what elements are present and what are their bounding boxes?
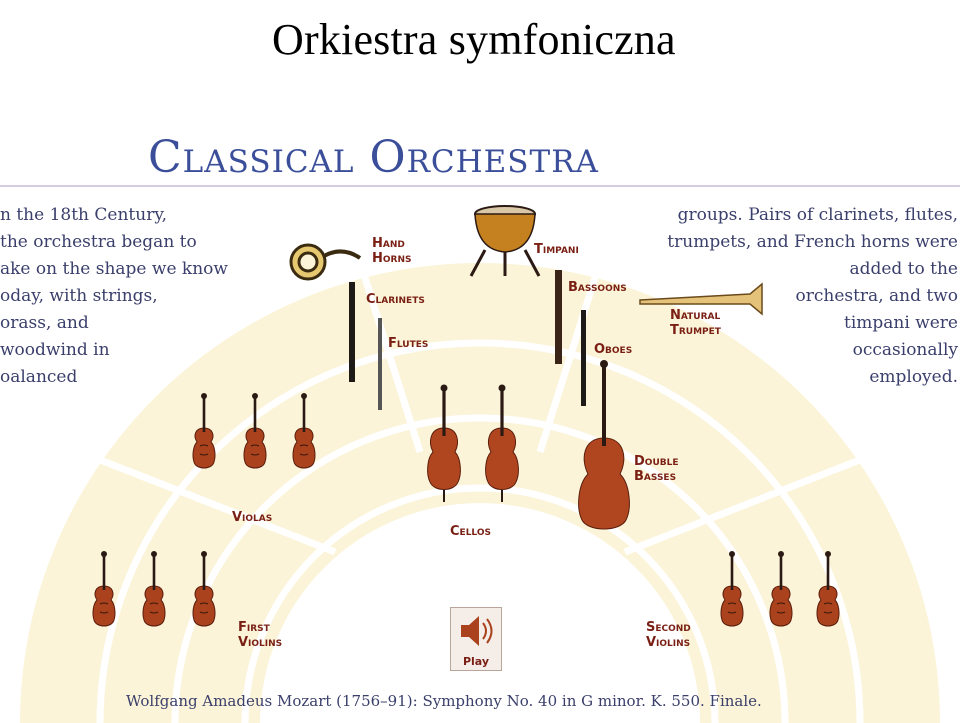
- label-violas: Violas: [232, 510, 273, 525]
- oboe-icon: [581, 310, 586, 406]
- side-line: added to the: [849, 259, 958, 279]
- label-oboes: Oboes: [594, 342, 633, 357]
- orchestra-illustration: Classical Orchestra n the 18th Century, …: [0, 122, 960, 723]
- intro-line: woodwind in: [0, 340, 110, 360]
- label-second-violins: Second Violins: [646, 620, 691, 650]
- flute-icon: [378, 318, 382, 410]
- play-label: Play: [462, 655, 490, 668]
- label-timpani: Timpani: [534, 242, 579, 257]
- label-flutes: Flutes: [388, 336, 429, 351]
- label-double-basses: Double Basses: [634, 454, 679, 484]
- play-button[interactable]: Play: [450, 607, 502, 671]
- label-line: Violins: [238, 635, 283, 650]
- label-bassoons: Bassoons: [568, 280, 627, 295]
- timpani-icon: [469, 205, 541, 277]
- label-line: Violins: [646, 635, 691, 650]
- side-text: groups. Pairs of clarinets, flutes, trum…: [600, 202, 958, 391]
- horn-icon: [289, 243, 362, 281]
- label-line: Trumpet: [670, 323, 721, 338]
- side-line: timpani were: [844, 313, 958, 333]
- label-natural-trumpet: Natural Trumpet: [670, 308, 721, 338]
- intro-line: orass, and: [0, 313, 89, 333]
- stage-dividers: [78, 260, 882, 723]
- orchestra-heading: Classical Orchestra: [148, 132, 599, 183]
- side-line: trumpets, and French horns were: [667, 232, 958, 252]
- intro-line: the orchestra began to: [0, 232, 197, 252]
- speaker-icon: [461, 616, 493, 646]
- label-line: Hand: [372, 236, 405, 251]
- label-clarinets: Clarinets: [366, 292, 425, 307]
- caption: Wolfgang Amadeus Mozart (1756–91): Symph…: [126, 692, 762, 710]
- label-line: Horns: [372, 251, 412, 266]
- label-line: First: [238, 620, 270, 635]
- clarinet-icon: [349, 282, 355, 382]
- label-line: Second: [646, 620, 691, 635]
- intro-line: oalanced: [0, 367, 78, 387]
- side-line: employed.: [869, 367, 958, 387]
- slide-title: Orkiestra symfoniczna: [272, 15, 676, 64]
- label-cellos: Cellos: [450, 524, 491, 539]
- bassoon-icon: [555, 270, 562, 364]
- trumpet-icon: [639, 282, 763, 316]
- stage-fan: [20, 263, 940, 723]
- intro-line: n the 18th Century,: [0, 205, 168, 225]
- label-line: Double: [634, 454, 679, 469]
- label-line: Natural: [670, 308, 721, 323]
- double-bass-icon: [578, 360, 630, 530]
- side-line: occasionally: [852, 340, 958, 360]
- label-hand-horns: Hand Horns: [372, 236, 411, 266]
- intro-text: n the 18th Century, the orchestra began …: [0, 202, 228, 391]
- orchestra-stage: [0, 185, 960, 723]
- intro-line: oday, with strings,: [0, 286, 158, 306]
- label-line: Basses: [634, 469, 677, 484]
- intro-line: ake on the shape we know: [0, 259, 228, 279]
- label-first-violins: First Violins: [238, 620, 282, 650]
- side-line: groups. Pairs of clarinets, flutes,: [677, 205, 958, 225]
- side-line: orchestra, and two: [795, 286, 958, 306]
